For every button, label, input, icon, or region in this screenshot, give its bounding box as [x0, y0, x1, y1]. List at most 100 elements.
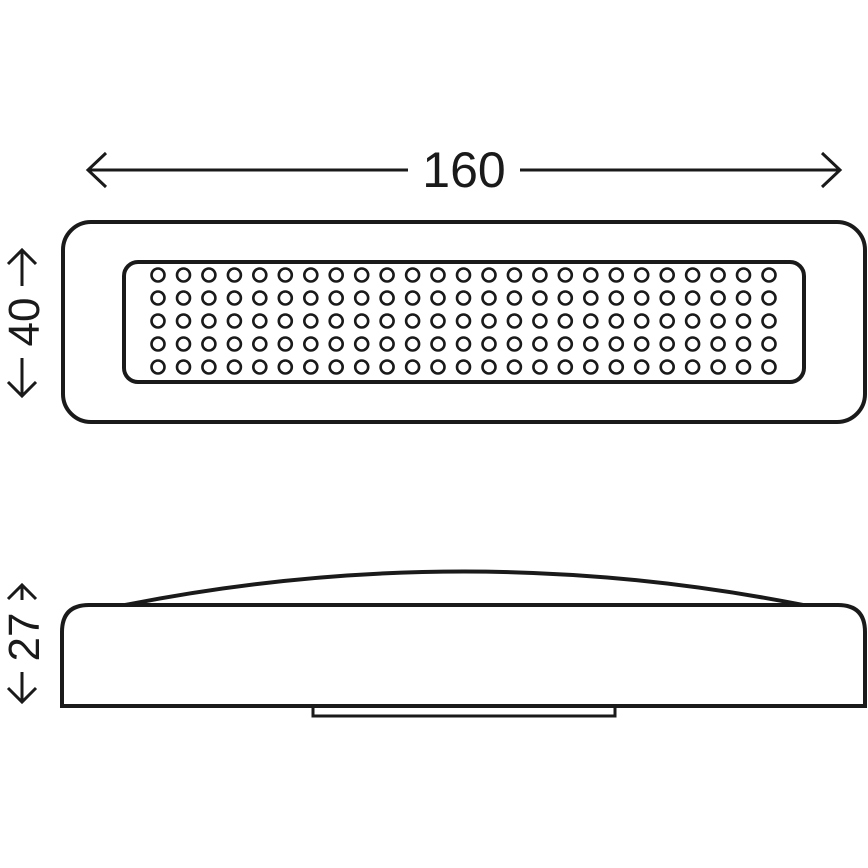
- led-dot: [353, 359, 370, 375]
- led-panel: [122, 260, 806, 384]
- led-dot: [761, 290, 777, 306]
- led-dot: [684, 267, 701, 283]
- led-dot: [150, 267, 166, 283]
- led-dot: [277, 336, 294, 352]
- led-dot: [481, 267, 497, 283]
- led-dot: [251, 313, 268, 329]
- led-dot: [201, 336, 217, 352]
- led-dot: [175, 359, 192, 375]
- led-dot: [761, 359, 777, 375]
- led-dot: [761, 313, 777, 329]
- led-dot: [201, 290, 217, 306]
- height-dimension: 27: [0, 582, 49, 705]
- led-dot: [684, 313, 701, 329]
- led-dot: [150, 359, 166, 375]
- led-dot: [277, 290, 294, 306]
- height-arrow-up-icon: [6, 582, 38, 601]
- width-dimension: 160: [85, 142, 843, 198]
- led-dot: [532, 313, 548, 329]
- led-grid: [150, 267, 777, 375]
- led-dot: [455, 359, 472, 375]
- led-dot: [226, 313, 243, 329]
- led-dot: [277, 267, 294, 283]
- led-dot: [302, 313, 319, 329]
- led-dot: [506, 290, 523, 306]
- led-dot: [455, 290, 472, 306]
- led-dot: [684, 359, 701, 375]
- led-dot: [302, 290, 319, 306]
- led-dot: [582, 267, 599, 283]
- led-dot: [633, 336, 650, 352]
- led-dot: [735, 313, 752, 329]
- led-dot: [532, 267, 548, 283]
- led-dot: [532, 290, 548, 306]
- led-dot: [481, 359, 497, 375]
- led-dot: [404, 313, 421, 329]
- led-dot: [582, 336, 599, 352]
- led-dot: [379, 336, 395, 352]
- led-dot: [251, 290, 268, 306]
- width-arrow-left-icon: [85, 151, 108, 189]
- led-dot: [608, 290, 625, 306]
- led-dot: [659, 267, 676, 283]
- led-dot: [277, 313, 294, 329]
- led-dot: [201, 359, 217, 375]
- led-dot: [582, 359, 599, 375]
- led-dot: [430, 313, 446, 329]
- height-arrow-down-icon: [6, 686, 38, 705]
- top-view-housing: [61, 220, 867, 424]
- led-dot: [226, 359, 243, 375]
- led-dot: [455, 267, 472, 283]
- led-dot: [532, 359, 548, 375]
- led-dot: [328, 313, 345, 329]
- led-dot: [506, 359, 523, 375]
- led-dot: [226, 336, 243, 352]
- led-dot: [353, 267, 370, 283]
- led-dot: [328, 290, 345, 306]
- led-dot: [201, 313, 217, 329]
- led-dot: [506, 336, 523, 352]
- side-view-dome: [124, 569, 804, 607]
- led-dot: [659, 290, 676, 306]
- led-dot: [633, 290, 650, 306]
- led-dot: [532, 336, 548, 352]
- led-dot: [379, 359, 395, 375]
- led-dot: [404, 359, 421, 375]
- led-dot: [557, 267, 574, 283]
- led-dot: [506, 267, 523, 283]
- led-dot: [633, 267, 650, 283]
- led-dot: [175, 336, 192, 352]
- led-dot: [430, 267, 446, 283]
- depth-dimension-label: 40: [0, 298, 49, 347]
- led-dot: [710, 313, 726, 329]
- led-dot: [430, 290, 446, 306]
- side-view-mount-base: [311, 704, 617, 718]
- led-dot: [582, 290, 599, 306]
- led-dot: [150, 290, 166, 306]
- led-dot: [761, 336, 777, 352]
- led-dot: [557, 290, 574, 306]
- led-dot: [226, 290, 243, 306]
- led-dot: [557, 359, 574, 375]
- led-dot: [582, 313, 599, 329]
- led-dot: [710, 336, 726, 352]
- led-dot: [302, 336, 319, 352]
- led-dot: [201, 267, 217, 283]
- led-dot: [379, 290, 395, 306]
- side-view-body: [60, 603, 867, 708]
- depth-dimension: 40: [0, 247, 49, 399]
- led-dot: [761, 267, 777, 283]
- led-dot: [481, 290, 497, 306]
- width-dimension-label: 160: [422, 142, 505, 198]
- led-dot: [557, 313, 574, 329]
- led-dot: [328, 267, 345, 283]
- led-dot: [735, 336, 752, 352]
- led-dot: [379, 267, 395, 283]
- led-dot: [608, 359, 625, 375]
- width-arrow-right-icon: [820, 151, 843, 189]
- led-dot: [659, 313, 676, 329]
- led-dot: [379, 313, 395, 329]
- side-view: [60, 569, 867, 718]
- depth-arrow-up-icon: [6, 247, 38, 266]
